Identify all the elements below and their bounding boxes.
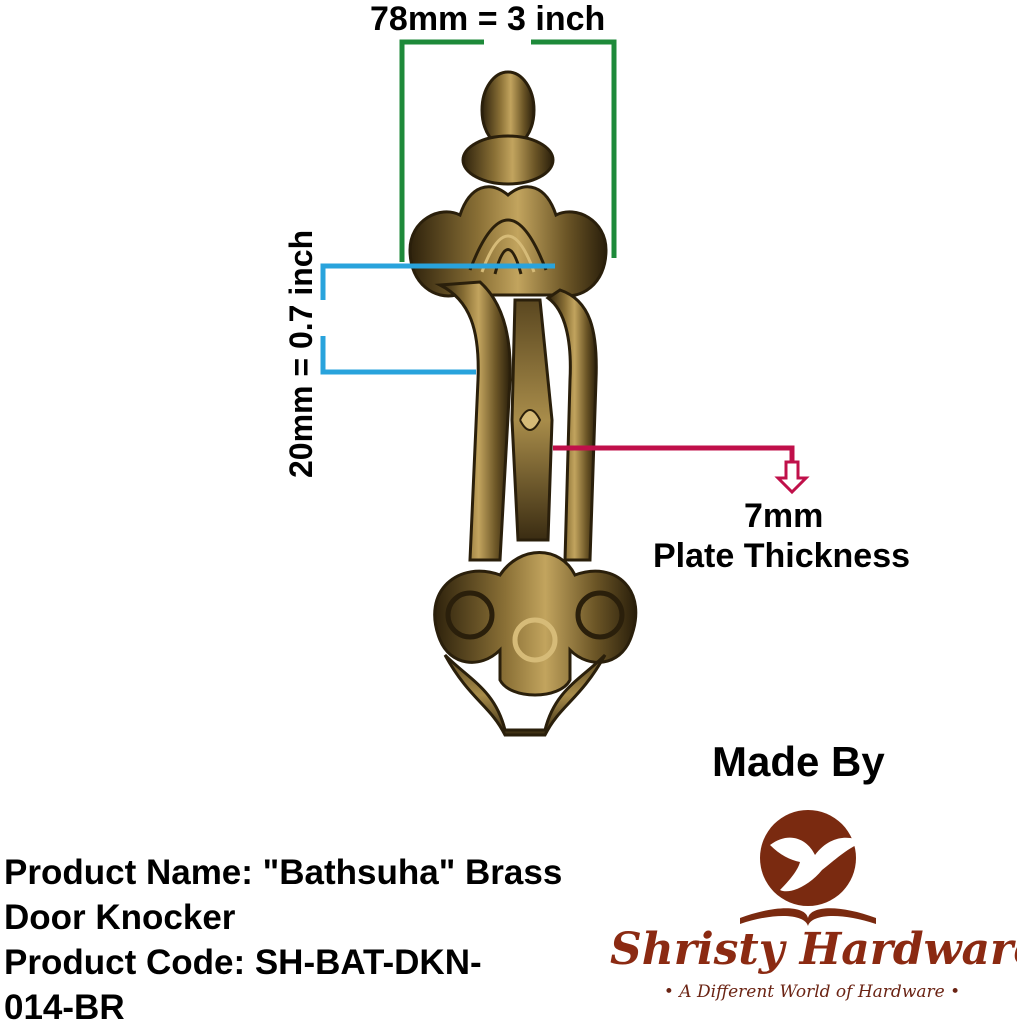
width-dimension-line [399, 39, 617, 262]
product-name-line-2: Door Knocker [4, 898, 236, 937]
thickness-value-label: 7mm [744, 497, 824, 535]
brand-logo [740, 810, 876, 926]
door-knocker [408, 70, 638, 737]
product-name-line-1: Product Name: "Bathsuha" Brass [4, 853, 563, 892]
thickness-dimension-line [553, 445, 810, 495]
width-dimension-label: 78mm = 3 inch [370, 0, 606, 38]
height-dimension-line [320, 263, 555, 375]
brand-tagline: • A Different World of Hardware • [663, 982, 961, 1002]
thickness-caption-label: Plate Thickness [653, 537, 911, 575]
product-info-block: Product Name: "Bathsuha" Brass Door Knoc… [4, 850, 664, 1030]
product-code-line-2: 014-BR [4, 988, 125, 1027]
height-dimension-label: 20mm = 0.7 inch [283, 229, 319, 478]
brand-name: Shristy Hardware [610, 924, 1017, 975]
product-code-line-1: Product Code: SH-BAT-DKN- [4, 943, 482, 982]
made-by-heading: Made By [712, 738, 885, 785]
